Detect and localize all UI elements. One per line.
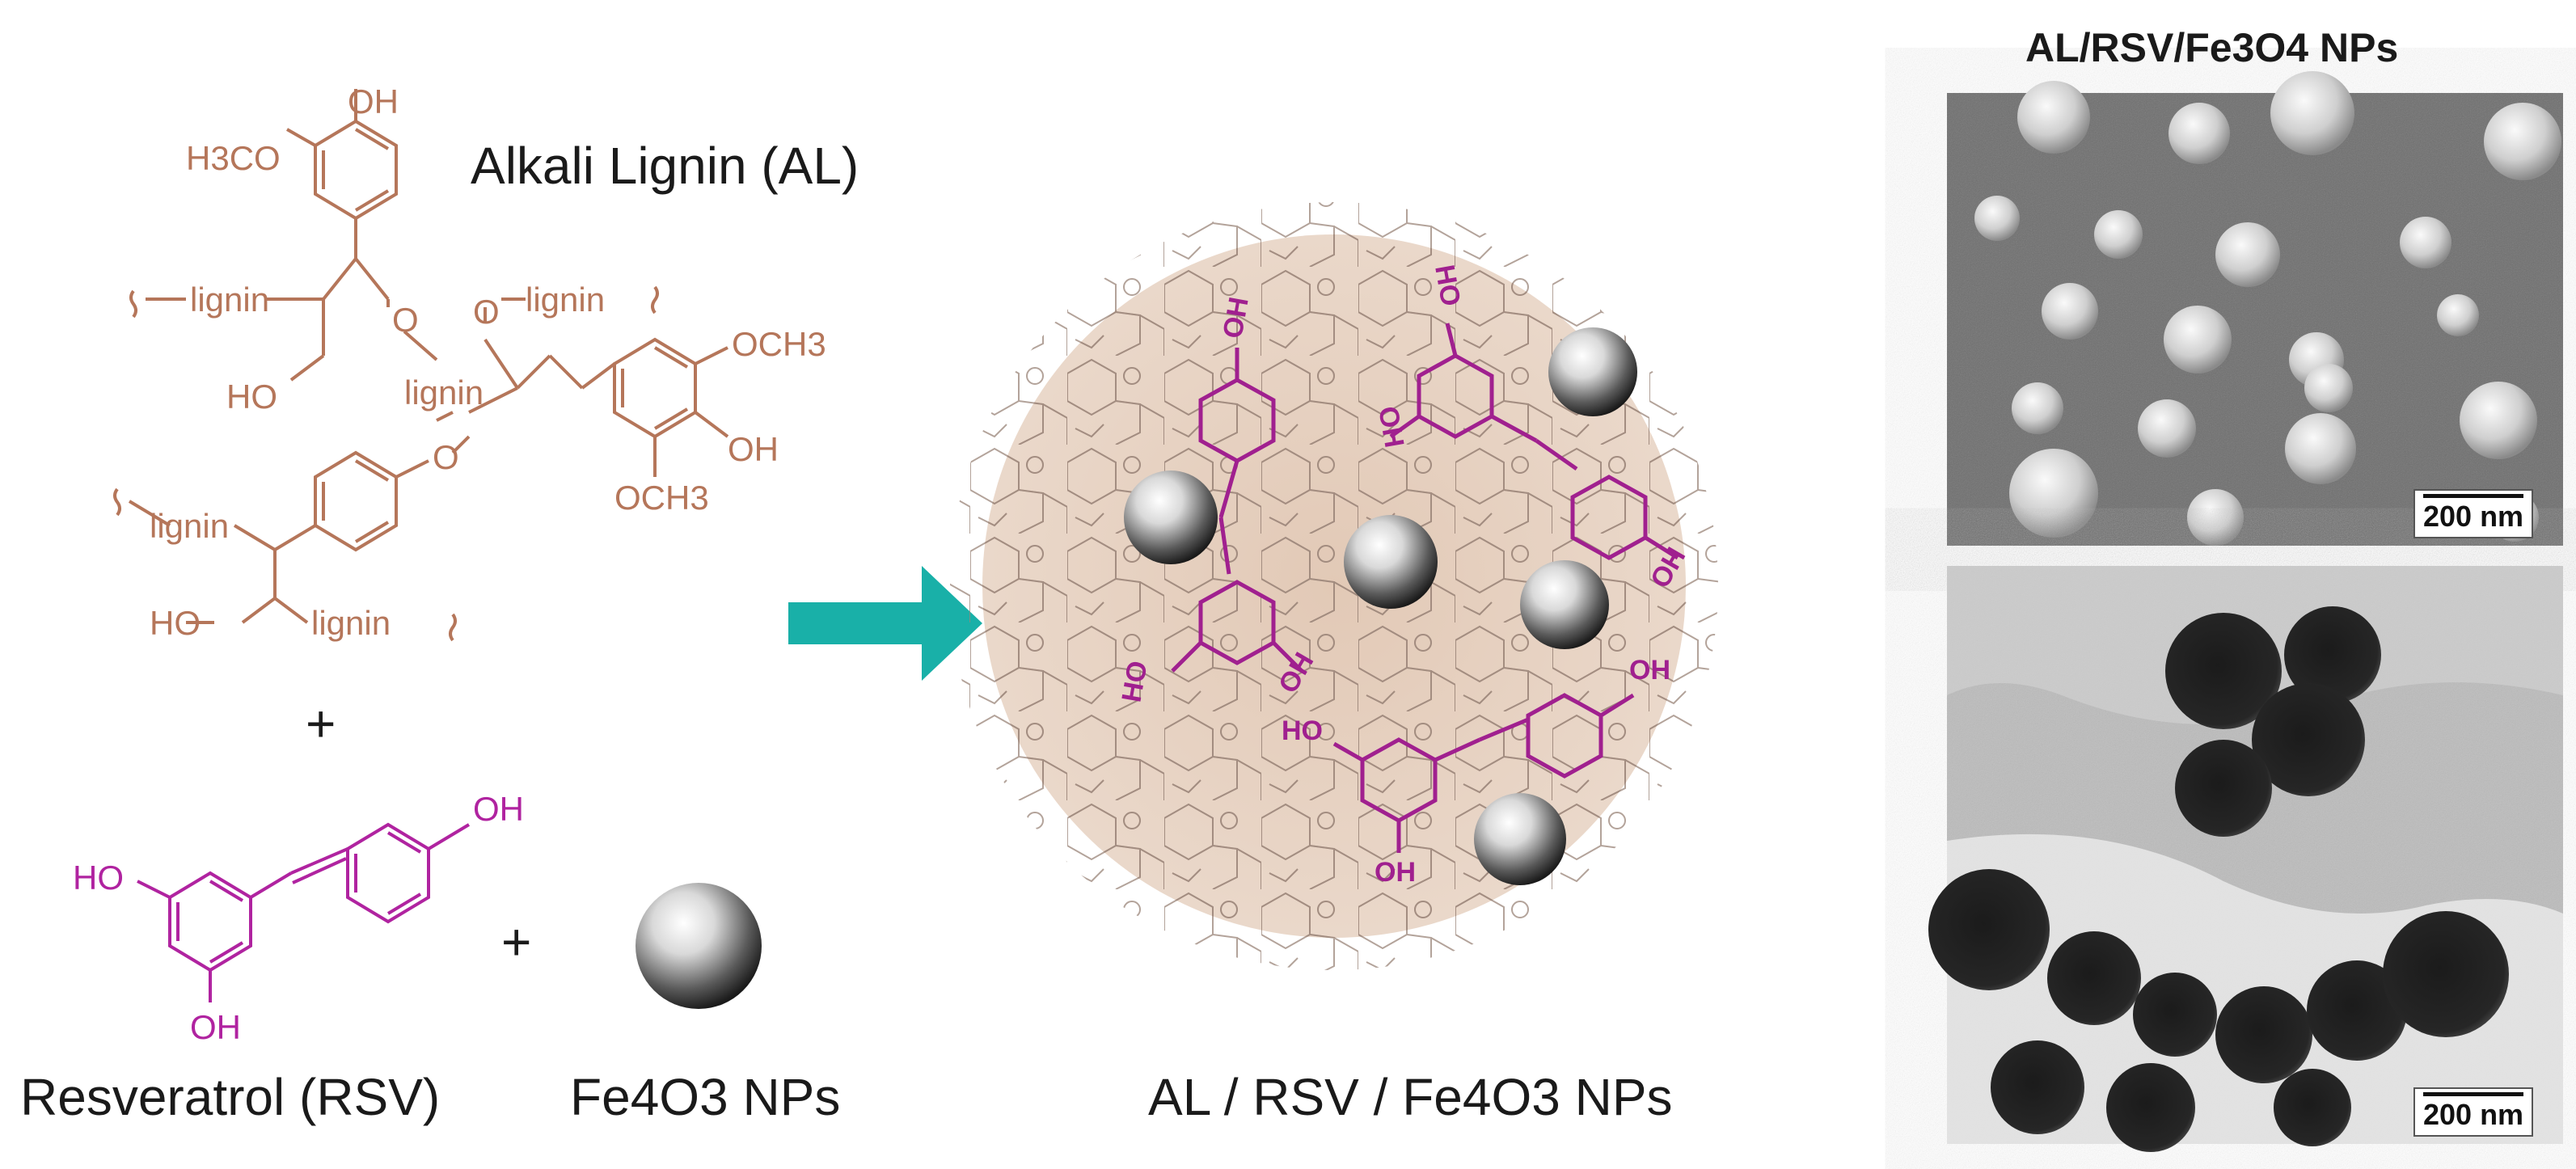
lignin-labels: OH H3CO lignin HO O lignin O lignin OCH3… [150,82,826,642]
lignin-o-1: O [392,301,419,339]
tem-micrograph [1928,566,2563,1152]
tem-scale-text: 200 nm [2423,1098,2524,1131]
alkali-lignin-label: Alkali Lignin (AL) [471,137,859,195]
tem-scale-line [2423,1092,2524,1096]
sem-scale-bar: 200 nm [2413,489,2534,538]
rsv-oh-2: OH [190,1008,241,1046]
embedded-resveratrol-molecules [1171,323,1679,853]
sem-scale-line [2423,494,2524,498]
lignin-ho-1: HO [226,378,277,416]
lignin-oh-right: OH [728,430,779,468]
embedded-sphere-icon-5 [1474,793,1566,885]
capsule-oh-6: OH [1629,655,1670,686]
lignin-och3-2: OCH3 [614,479,709,517]
reactant-nanoparticle-sphere-icon [636,883,762,1009]
capsule-ho-3: HO [1282,715,1323,746]
capsule-ho-2: HO [1429,263,1466,309]
lignin-oh-top: OH [348,82,399,120]
lignin-label-3: lignin [526,281,605,319]
product-label: AL / RSV / Fe4O3 NPs [1148,1068,1673,1126]
lignin-o-3: O [433,438,459,476]
lignin-h3co: H3CO [186,139,281,177]
embedded-sphere-icon-4 [1548,327,1637,416]
rsv-oh-3: OH [473,790,524,828]
embedded-sphere-icon-2 [1344,515,1438,609]
lignin-ho-2: HO [150,604,201,642]
sem-micrograph [1947,71,2563,546]
lignin-label-1: lignin [190,281,269,319]
embedded-sphere-icon-3 [1520,560,1609,649]
lignin-label-4: lignin [150,507,229,545]
capsule-ho-1: HO [1116,659,1153,705]
lignin-och3-1: OCH3 [732,325,826,363]
tem-scale-bar: 200 nm [2413,1087,2534,1137]
lignin-o-2: O [473,293,500,331]
plus-sign-2: + [501,913,532,971]
embedded-sphere-icon-1 [1124,471,1218,564]
capsule-oh-1: OH [1217,295,1254,341]
resveratrol-label: Resveratrol (RSV) [20,1068,441,1126]
resveratrol-labels: HO OH OH [73,790,524,1046]
product-nanocapsule: OH HO OH HO OH OH HO OH OH [950,202,1718,970]
lignin-label-2: lignin [404,373,484,411]
sem-scale-text: 200 nm [2423,500,2524,533]
plus-sign-1: + [306,694,336,753]
rsv-ho-1: HO [73,859,124,897]
lignin-label-5: lignin [311,604,391,642]
micrograph-title: AL/RSV/Fe3O4 NPs [2025,25,2399,70]
alkali-lignin-structure [113,89,729,642]
capsule-oh-3: OH [1372,404,1409,450]
capsule-oh-5: OH [1375,857,1416,888]
nanoparticle-label: Fe4O3 NPs [570,1068,841,1126]
resveratrol-structure [137,822,471,1002]
